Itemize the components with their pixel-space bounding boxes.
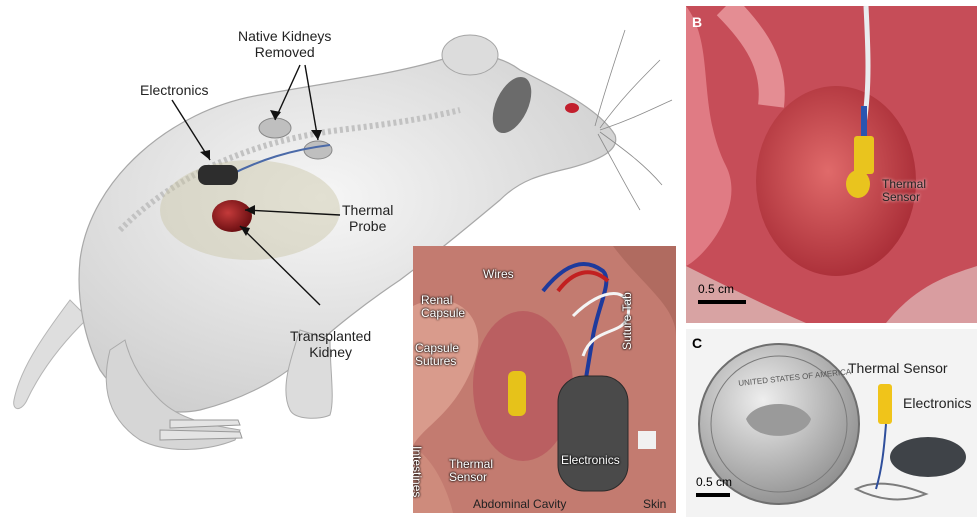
inset-label-thermal-sensor: Thermal Sensor: [449, 458, 493, 484]
panel-b-letter: B: [692, 14, 702, 30]
rat-electronics-module: [198, 165, 238, 185]
inset-label-skin: Skin: [643, 498, 666, 511]
panel-c-photo: C UNITED STATES OF AMERICA Thermal Senso…: [686, 329, 977, 517]
panel-c-label-thermal-sensor: Thermal Sensor: [848, 362, 948, 375]
transplanted-kidney: [212, 200, 252, 232]
rat-tail: [14, 300, 88, 409]
panel-b-label-thermal-sensor: Thermal Sensor: [882, 178, 926, 204]
inset-label-electronics: Electronics: [561, 454, 620, 467]
panel-c-label-electronics: Electronics: [903, 397, 971, 410]
inset-label-wires: Wires: [483, 268, 514, 281]
panel-b-photo: B Thermal Sensor 0.5 cm: [686, 6, 977, 323]
inset-label-suture-tab: Suture Tab: [621, 292, 634, 350]
rat-ear: [442, 35, 498, 75]
inset-abdominal-cavity: Wires Renal Capsule Capsule Sutures Sutu…: [413, 246, 676, 513]
inset-label-abdominal-cavity: Abdominal Cavity: [473, 498, 566, 511]
inset-label-capsule-sutures: Capsule Sutures: [415, 342, 459, 368]
label-transplanted-kidney: Transplanted Kidney: [290, 328, 371, 360]
label-thermal-probe: Thermal Probe: [342, 202, 393, 234]
inset-label-renal-capsule: Renal Capsule: [421, 294, 465, 320]
inset-label-intestines: Intestines: [413, 446, 423, 497]
native-kidney-site: [304, 141, 332, 159]
label-native-kidneys-removed: Native Kidneys Removed: [238, 28, 331, 60]
panel-b-artwork: [686, 6, 977, 323]
native-kidney-site: [259, 118, 291, 138]
panel-c-scale-label: 0.5 cm: [696, 475, 732, 489]
rat-whiskers: [595, 30, 672, 210]
label-electronics: Electronics: [140, 82, 208, 98]
panel-c-letter: C: [692, 335, 702, 351]
rat-eye: [565, 103, 579, 113]
panel-b-scale-label: 0.5 cm: [698, 282, 734, 296]
